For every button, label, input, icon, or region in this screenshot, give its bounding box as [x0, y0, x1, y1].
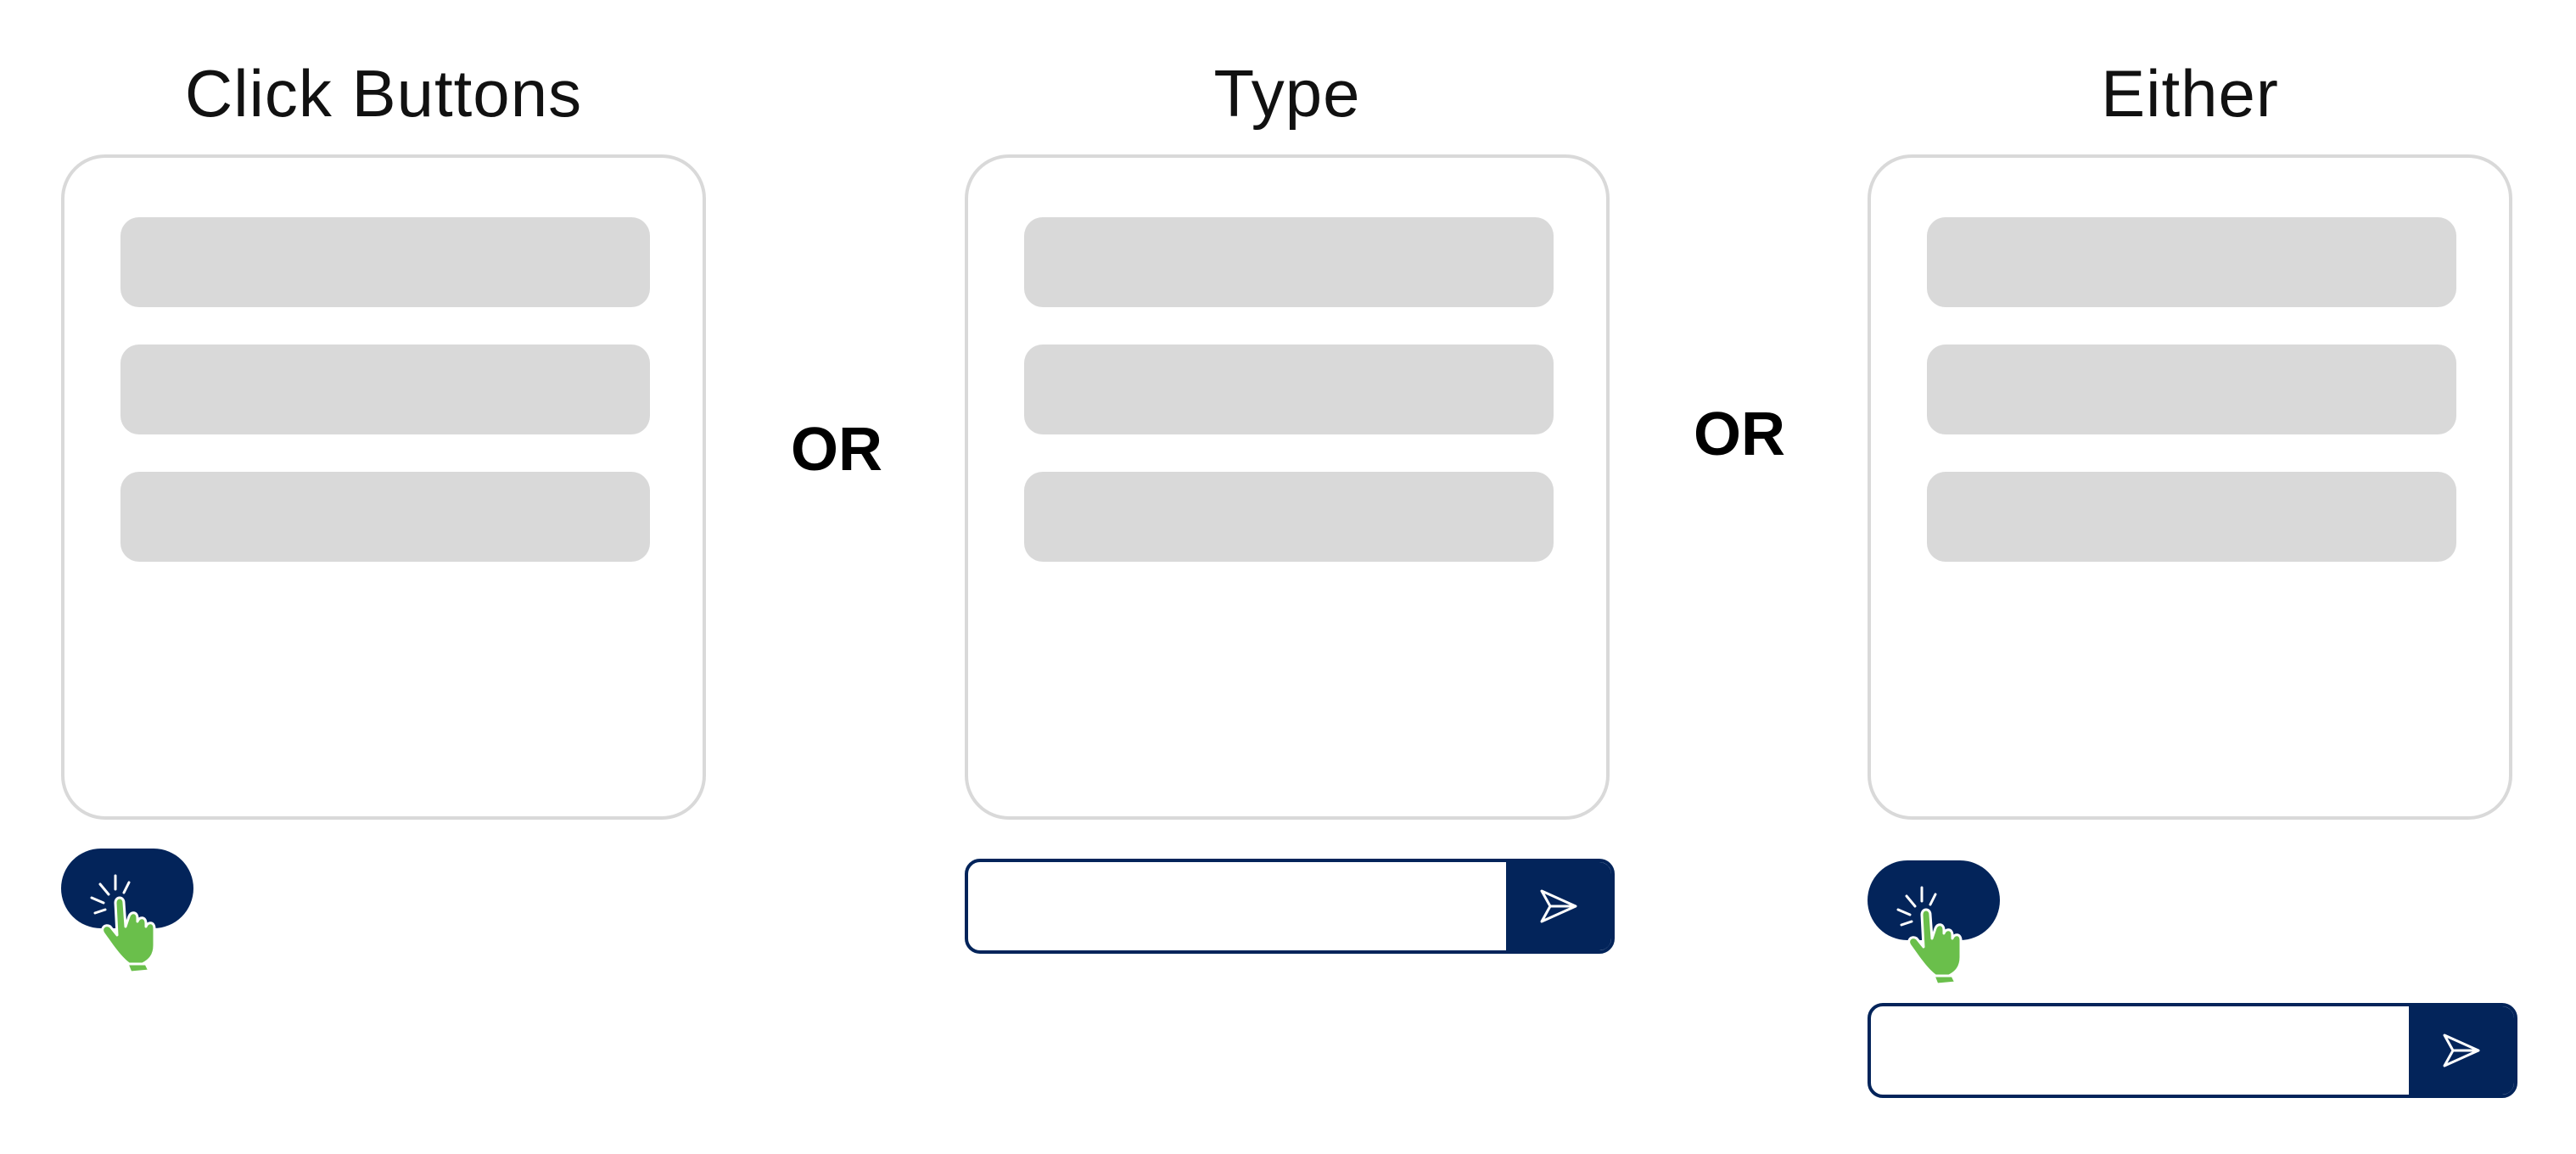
message-input[interactable]	[968, 862, 1509, 950]
chat-window-either	[1868, 154, 2512, 820]
column-title-either: Either	[2101, 56, 2279, 131]
send-arrow-icon	[1540, 889, 1577, 923]
message-placeholder	[1927, 217, 2456, 307]
quick-reply-button[interactable]	[61, 849, 193, 974]
message-placeholder	[120, 472, 650, 562]
message-input-bar	[965, 859, 1615, 954]
message-placeholder	[120, 345, 650, 434]
message-placeholder	[1024, 472, 1554, 562]
chat-window-click-buttons	[61, 154, 706, 820]
send-arrow-icon	[2443, 1034, 2480, 1067]
message-placeholder	[120, 217, 650, 307]
message-input[interactable]	[1871, 1006, 2412, 1095]
chat-window-type	[965, 154, 1610, 820]
column-title-click-buttons: Click Buttons	[184, 56, 583, 131]
message-placeholder	[1927, 472, 2456, 562]
or-separator: OR	[1694, 401, 1785, 468]
message-input-bar	[1868, 1003, 2517, 1098]
or-separator: OR	[791, 416, 882, 484]
message-placeholder	[1024, 345, 1554, 434]
hand-pointer-click-icon	[1896, 886, 1963, 986]
send-button[interactable]	[1506, 862, 1611, 950]
message-placeholder	[1024, 217, 1554, 307]
quick-reply-button[interactable]	[1868, 860, 2000, 986]
hand-pointer-click-icon	[90, 874, 156, 974]
send-button[interactable]	[2409, 1006, 2514, 1095]
message-placeholder	[1927, 345, 2456, 434]
column-title-type: Type	[1213, 56, 1361, 131]
